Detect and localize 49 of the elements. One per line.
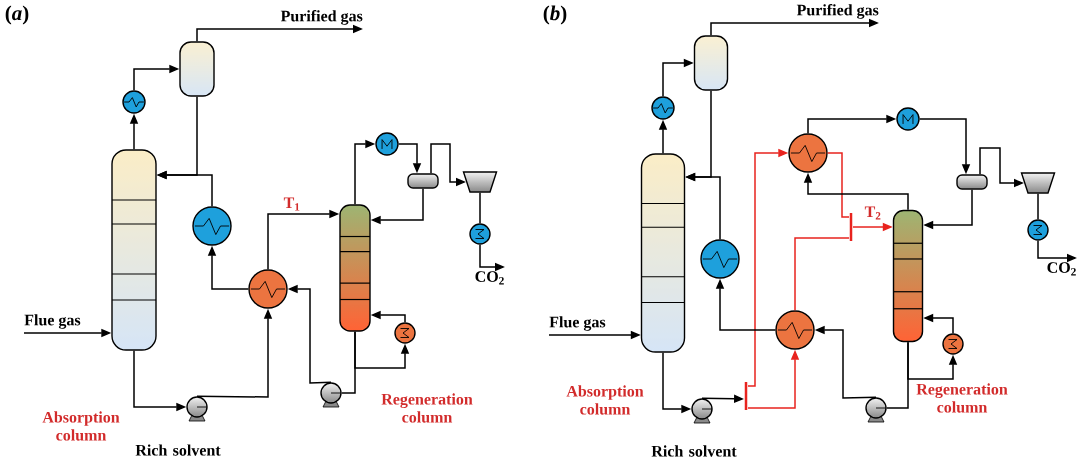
caption-text: Regeneration column: [381, 393, 473, 423]
caption-text: Absorption column: [566, 385, 644, 415]
compressor: [462, 171, 498, 193]
absorption-column: [640, 153, 686, 353]
stream-label: Flue gas: [549, 316, 606, 331]
reflux-drum: [956, 174, 988, 190]
heat-exchanger: [788, 133, 828, 173]
caption-text: Regeneration column: [916, 383, 1008, 413]
pipe-line: [794, 237, 850, 312]
caption-text: Rich solvent: [651, 445, 737, 457]
stream-label: Flue gas: [24, 314, 81, 329]
reboiler: [942, 333, 964, 355]
regeneration-column: [892, 209, 924, 343]
separator-drum: [179, 41, 215, 97]
pump: [691, 398, 713, 424]
pump: [186, 396, 208, 422]
cooler: [700, 239, 740, 279]
reflux-drum: [407, 173, 439, 189]
cooler: [1027, 219, 1049, 241]
separator-drum: [693, 35, 729, 91]
cooler: [192, 206, 232, 246]
panel-label: (a): [5, 5, 29, 25]
absorption-column: [111, 149, 157, 351]
heat-exchanger: [775, 310, 815, 350]
pipe-line: [826, 152, 850, 218]
condenser: [375, 132, 399, 156]
reboiler: [394, 322, 416, 344]
panel-label: (b): [543, 5, 567, 25]
edge-label: T$_{1}$: [282, 196, 302, 212]
edge-label: T$_{2}$: [863, 205, 883, 221]
pump: [865, 397, 887, 423]
regeneration-column: [339, 204, 371, 332]
splitter-bar: [744, 382, 748, 410]
cooler: [122, 90, 146, 114]
pipe-line: [479, 191, 481, 225]
cooler: [651, 96, 675, 120]
pipe-line: [1037, 192, 1039, 221]
stream-label: Purified gas: [796, 4, 879, 19]
stream-label: Purified gas: [280, 10, 363, 25]
caption-text: Absorption column: [42, 411, 120, 441]
stream-label: CO$_{2}$: [475, 271, 504, 285]
cooler: [469, 223, 491, 245]
heat-exchanger: [248, 269, 288, 309]
compressor: [1020, 172, 1056, 194]
caption-text: Rich solvent: [135, 444, 221, 456]
condenser: [896, 107, 920, 131]
stream-label: CO$_{2}$: [1047, 262, 1076, 276]
mixer-bar: [849, 213, 853, 241]
pump: [320, 382, 342, 408]
